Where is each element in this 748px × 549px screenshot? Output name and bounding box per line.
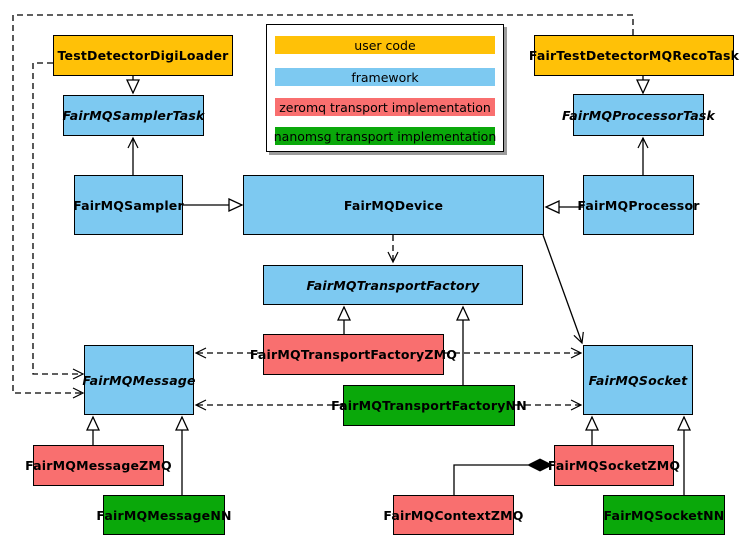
- class-test-detector-digi-loader: TestDetectorDigiLoader: [53, 35, 233, 76]
- class-fairmq-transport-factory: FairMQTransportFactory: [263, 265, 523, 305]
- legend-item-framework: framework: [275, 68, 495, 86]
- legend: user code framework zeromq transport imp…: [266, 24, 504, 152]
- class-fairmq-transport-factory-nn: FairMQTransportFactoryNN: [331, 385, 527, 426]
- edge-socketzmq-owns-contextzmq: [453, 464, 528, 495]
- class-fairmq-message: FairMQMessage: [82, 345, 195, 415]
- class-fairmq-processor: FairMQProcessor: [577, 175, 699, 235]
- class-fairmq-transport-factory-zmq: FairMQTransportFactoryZMQ: [250, 334, 457, 375]
- class-fairmq-context-zmq: FairMQContextZMQ: [383, 495, 523, 535]
- class-fairmq-socket-zmq: FairMQSocketZMQ: [548, 445, 680, 486]
- legend-item-zeromq: zeromq transport implementation: [275, 98, 495, 116]
- class-fairmq-socket-nn: FairMQSocketNN: [603, 495, 725, 535]
- class-fairmq-sampler: FairMQSampler: [73, 175, 184, 235]
- class-fairmq-device: FairMQDevice: [243, 175, 544, 235]
- legend-item-user-code: user code: [275, 36, 495, 54]
- edge-recotask-depends-message: [12, 14, 634, 399]
- class-fair-test-detector-mq-reco-task: FairTestDetectorMQRecoTask: [529, 35, 739, 76]
- edge-digiloader-depends-message: [32, 62, 85, 380]
- composition-diamond: [527, 458, 553, 472]
- legend-item-nanomsg: nanomsg transport implementation: [273, 127, 497, 145]
- class-fairmq-socket: FairMQSocket: [583, 345, 693, 415]
- class-fairmq-processor-task: FairMQProcessorTask: [562, 94, 715, 136]
- class-fairmq-message-zmq: FairMQMessageZMQ: [25, 445, 172, 486]
- class-fairmq-sampler-task: FairMQSamplerTask: [62, 95, 204, 136]
- edge-device-uses-socket: [542, 234, 584, 345]
- class-fairmq-message-nn: FairMQMessageNN: [96, 495, 231, 535]
